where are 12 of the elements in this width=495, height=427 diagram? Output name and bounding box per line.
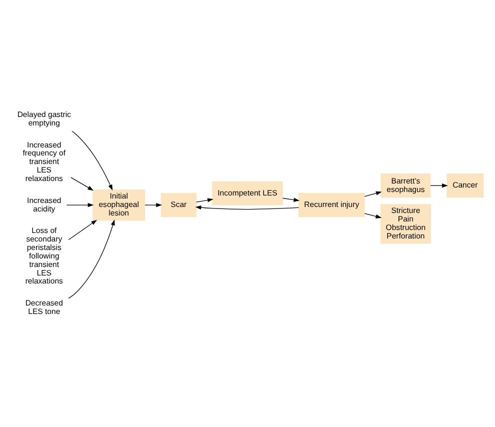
arrow — [72, 130, 113, 191]
arrow — [364, 191, 382, 197]
arrow — [70, 177, 94, 191]
arrow — [195, 205, 300, 210]
arrow — [144, 203, 162, 208]
arrow — [196, 198, 214, 202]
arrow — [66, 203, 94, 208]
arrow — [282, 198, 300, 202]
arrow — [68, 219, 115, 299]
arrow — [68, 220, 98, 240]
arrow — [364, 213, 382, 218]
arrow — [430, 184, 448, 188]
